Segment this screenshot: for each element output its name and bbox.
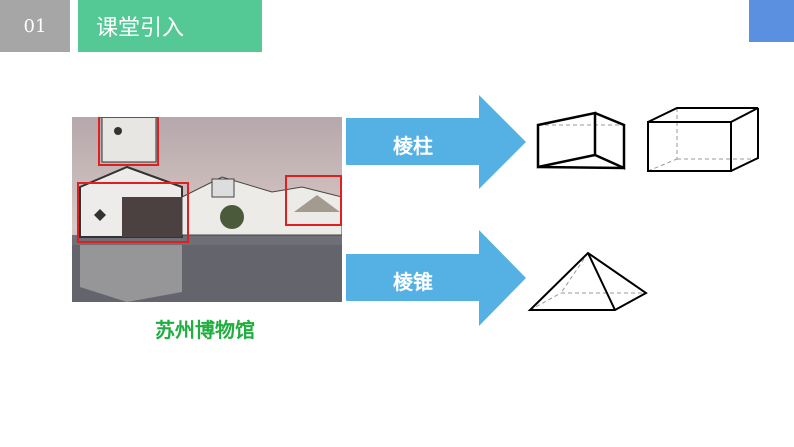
triangular-prism-figure bbox=[536, 111, 626, 170]
section-number: 01 bbox=[0, 0, 70, 52]
arrow-prism bbox=[346, 95, 526, 189]
highlight-box-pavilion bbox=[285, 175, 342, 226]
rectangular-prism-figure bbox=[647, 107, 759, 172]
pyramid-figure bbox=[527, 251, 648, 311]
highlight-box-tower bbox=[98, 117, 159, 166]
highlight-box-hall bbox=[77, 182, 189, 243]
arrow-label-pyramid: 棱锥 bbox=[393, 270, 433, 294]
arrow-pyramid bbox=[346, 230, 526, 326]
arrow-label-prism: 棱柱 bbox=[393, 134, 433, 158]
museum-photo bbox=[72, 117, 342, 302]
section-title: 课堂引入 bbox=[78, 0, 262, 52]
corner-decoration bbox=[749, 0, 794, 42]
photo-caption: 苏州博物馆 bbox=[155, 318, 255, 342]
